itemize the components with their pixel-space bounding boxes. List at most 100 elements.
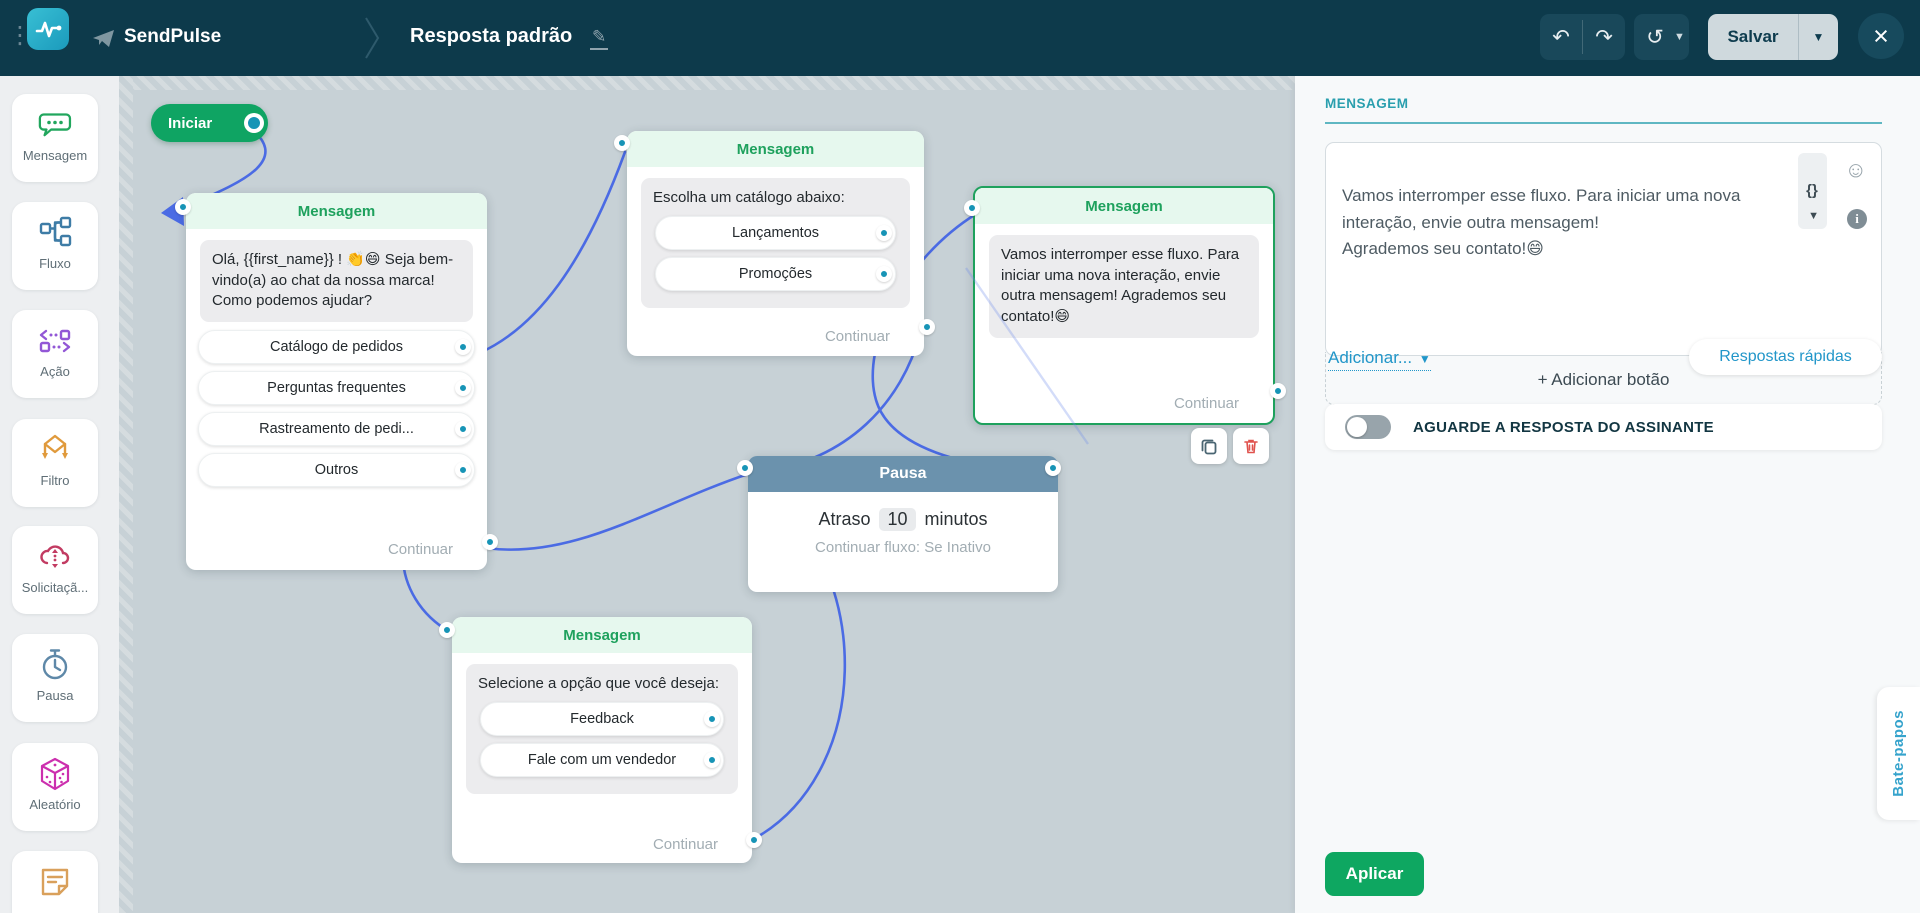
info-icon[interactable]: i: [1847, 209, 1867, 229]
reply-button[interactable]: Perguntas frequentes: [198, 371, 475, 406]
variables-picker-button[interactable]: {} ▼: [1798, 153, 1827, 229]
node-input-port[interactable]: [737, 460, 753, 476]
emoji-picker-icon[interactable]: ☺: [1844, 157, 1867, 182]
chevron-down-icon: ▼: [1418, 352, 1431, 366]
message-icon: [38, 113, 72, 137]
start-output-port[interactable]: [248, 117, 260, 129]
message-bubble: Selecione a opção que você deseja: Feedb…: [466, 664, 738, 794]
breadcrumb-chevron-icon: [365, 17, 380, 59]
continue-label: Continuar: [1173, 395, 1239, 412]
divider: [1798, 14, 1799, 60]
palette-item-filtro[interactable]: Filtro: [12, 419, 98, 507]
wait-response-label: AGUARDE A RESPOSTA DO ASSINANTE: [1413, 418, 1714, 436]
palette-item-solicitacao[interactable]: Solicitaçã...: [12, 526, 98, 614]
undo-button[interactable]: ↶: [1552, 25, 1570, 49]
edit-title-icon[interactable]: ✎: [590, 27, 609, 50]
wait-response-toggle[interactable]: [1345, 415, 1391, 439]
palette-item-label: Ação: [40, 364, 70, 379]
node-input-port[interactable]: [439, 622, 455, 638]
copy-icon: [1201, 439, 1217, 455]
button-output-port[interactable]: [455, 421, 471, 438]
reply-button[interactable]: Feedback: [480, 701, 724, 736]
continue-output-port[interactable]: [1270, 383, 1286, 399]
add-element-label: Adicionar...: [1328, 348, 1413, 367]
node-input-port[interactable]: [964, 200, 980, 216]
node-input-port[interactable]: [614, 135, 630, 151]
save-button[interactable]: Salvar: [1727, 27, 1779, 46]
continue-output-port[interactable]: [919, 319, 935, 335]
palette-item-acao[interactable]: Ação: [12, 310, 98, 398]
reply-button[interactable]: Fale com um vendedor: [480, 742, 724, 777]
button-output-port[interactable]: [455, 380, 471, 397]
continue-label: Continuar: [652, 836, 718, 853]
button-output-port[interactable]: [455, 339, 471, 356]
copy-node-button[interactable]: [1191, 428, 1227, 464]
node-input-port[interactable]: [175, 199, 191, 215]
canvas-border-stripes-top: [119, 76, 1295, 90]
palette-item-nota[interactable]: [12, 851, 98, 913]
chats-tab-label: Bate-papos: [1890, 710, 1907, 797]
reply-button[interactable]: Promoções: [655, 256, 896, 291]
message-text-value: Vamos interromper esse fluxo. Para inici…: [1342, 186, 1741, 259]
palette-item-label: Solicitaçã...: [21, 580, 89, 595]
flow-title: Resposta padrão: [410, 25, 573, 47]
message-text-input[interactable]: Vamos interromper esse fluxo. Para inici…: [1325, 142, 1882, 357]
divider: [1582, 20, 1583, 54]
palette-item-label: Pausa: [36, 688, 74, 703]
button-output-port[interactable]: [876, 224, 892, 241]
palette-item-label: Aleatório: [29, 797, 81, 812]
reply-button-label: Fale com um vendedor: [527, 751, 677, 768]
palette-item-aleatorio[interactable]: Aleatório: [12, 743, 98, 831]
history-button[interactable]: ↺ ▼: [1634, 14, 1689, 60]
canvas-border-stripes-left: [119, 76, 133, 913]
pause-subtitle: Continuar fluxo: Se Inativo: [815, 539, 991, 556]
message-settings-panel: MENSAGEM Vamos interromper esse fluxo. P…: [1295, 76, 1920, 913]
button-output-port[interactable]: [704, 751, 720, 768]
panel-title-rule: [1325, 122, 1882, 124]
delay-value[interactable]: 10: [879, 508, 916, 531]
palette-item-mensagem[interactable]: Mensagem: [12, 94, 98, 182]
reply-button-label: Perguntas frequentes: [267, 380, 406, 397]
button-output-port[interactable]: [455, 462, 471, 479]
reply-button[interactable]: Lançamentos: [655, 215, 896, 250]
button-output-port[interactable]: [876, 265, 892, 282]
reply-button[interactable]: Rastreamento de pedi...: [198, 412, 475, 447]
reply-button[interactable]: Outros: [198, 453, 475, 488]
sendpulse-logo[interactable]: [27, 8, 69, 50]
delay-unit: minutos: [924, 509, 988, 529]
node-header: Mensagem: [452, 617, 752, 653]
flow-icon: [39, 216, 72, 247]
start-node[interactable]: Iniciar: [151, 104, 268, 142]
continue-label: Continuar: [387, 541, 453, 558]
palette-item-label: Fluxo: [39, 256, 71, 271]
node-header: Mensagem: [627, 131, 924, 167]
message-node-catalog[interactable]: Mensagem Escolha um catálogo abaixo: Lan…: [614, 131, 935, 356]
continue-output-port[interactable]: [482, 534, 498, 550]
save-split-button[interactable]: Salvar ▼: [1708, 14, 1838, 60]
delete-node-button[interactable]: [1233, 428, 1269, 464]
message-node-welcome[interactable]: Mensagem Olá, {{first_name}} ! 👏😄 Seja b…: [175, 193, 498, 570]
message-node-options[interactable]: Mensagem Selecione a opção que você dese…: [439, 617, 762, 863]
palette-item-fluxo[interactable]: Fluxo: [12, 202, 98, 290]
reply-button[interactable]: Catálogo de pedidos: [198, 330, 475, 365]
save-dropdown-button[interactable]: ▼: [1812, 30, 1825, 44]
history-icon: ↺: [1646, 25, 1664, 49]
apply-button[interactable]: Aplicar: [1325, 852, 1424, 896]
delay-row: Atraso 10 minutos: [748, 508, 1058, 531]
button-output-port[interactable]: [704, 710, 720, 727]
braces-icon: {}: [1806, 182, 1818, 200]
message-node-interrupt-selected[interactable]: Mensagem Vamos interromper esse fluxo. P…: [964, 186, 1286, 425]
chats-side-tab[interactable]: Bate-papos: [1877, 687, 1920, 820]
close-button[interactable]: ×: [1858, 13, 1904, 59]
node-header: Mensagem: [186, 193, 487, 229]
trash-icon: [1244, 439, 1258, 454]
quick-replies-button[interactable]: Respostas rápidas: [1689, 339, 1882, 375]
pause-node[interactable]: Pausa Atraso 10 minutos Continuar fluxo:…: [737, 456, 1061, 592]
node-toolbar: [1191, 428, 1269, 464]
add-element-dropdown[interactable]: Adicionar... ▼: [1328, 348, 1431, 371]
continue-output-port[interactable]: [746, 832, 762, 848]
redo-button[interactable]: ↷: [1595, 25, 1613, 49]
message-bubble: Escolha um catálogo abaixo: Lançamentos …: [641, 178, 910, 308]
node-output-port[interactable]: [1045, 460, 1061, 476]
palette-item-pausa[interactable]: Pausa: [12, 634, 98, 722]
